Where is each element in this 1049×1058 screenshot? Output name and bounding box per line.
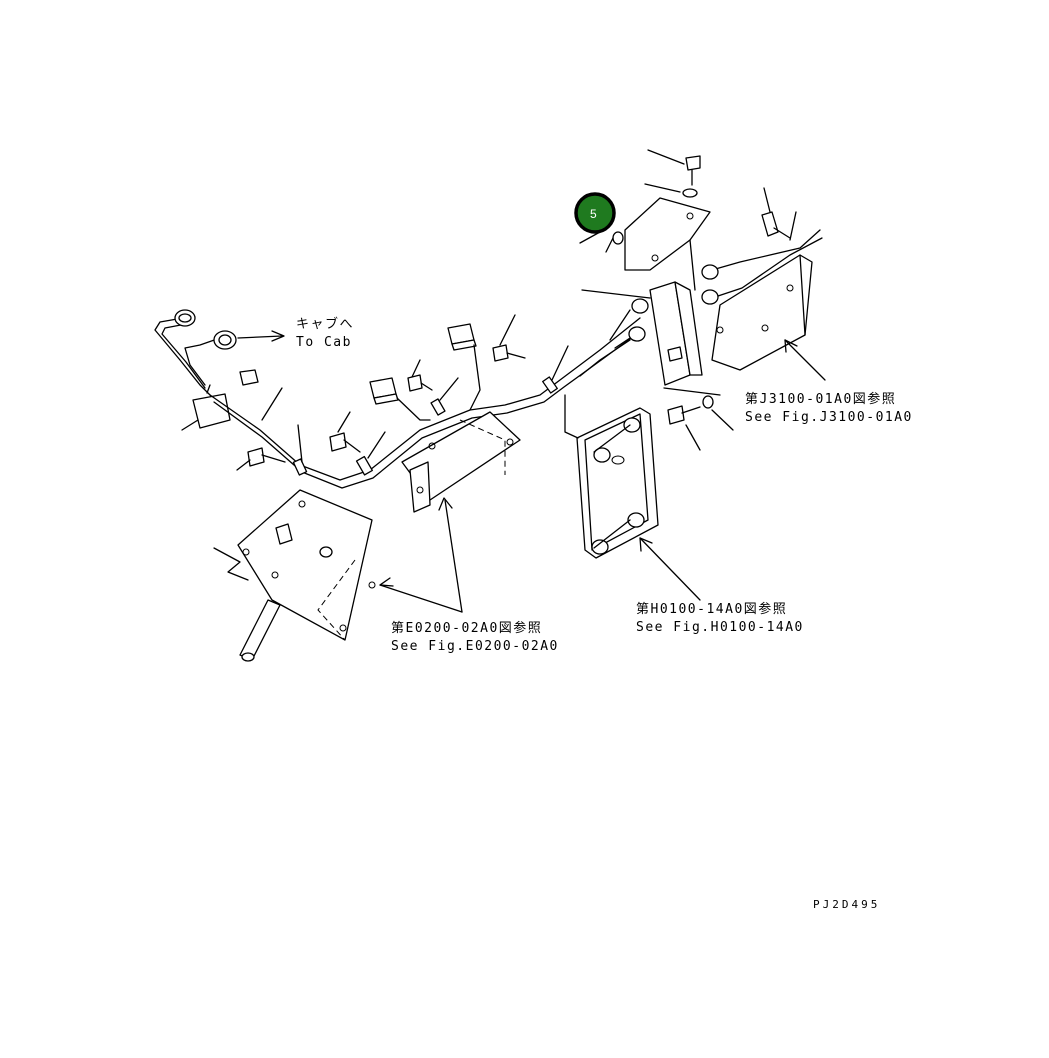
ref-h0100-jp: 第H0100-14A0図参照 [636,601,787,617]
callout-number: 5 [590,207,597,221]
ref-j3100-en: See Fig.J3100-01A0 [745,410,913,425]
drawing-code: PJ2D495 [813,898,880,911]
connector-bracket [581,281,721,396]
ref-e0200-en: See Fig.E0200-02A0 [391,639,559,654]
left-harness-connectors [154,309,285,431]
center-bracket-plate [401,411,521,513]
e0200-leaders [379,497,463,613]
bolts-left [236,314,526,471]
main-wiring-harness [209,317,643,489]
callout-badge-circle [574,192,616,234]
to-cab-label-jp: キャブへ [296,316,354,332]
ref-j3100-jp: 第J3100-01A0図参照 [745,391,896,407]
floor-plate [213,489,376,662]
ref-h0100-en: See Fig.H0100-14A0 [636,620,804,635]
ref-e0200-jp: 第E0200-02A0図参照 [391,620,542,636]
to-cab-label-en: To Cab [296,335,352,350]
panel-unit [564,394,701,601]
relay-blocks [369,323,481,421]
cover-bracket [579,149,711,291]
right-unit [701,187,826,381]
bolt-right [667,395,734,451]
callout-badge[interactable]: 5 [574,192,616,234]
